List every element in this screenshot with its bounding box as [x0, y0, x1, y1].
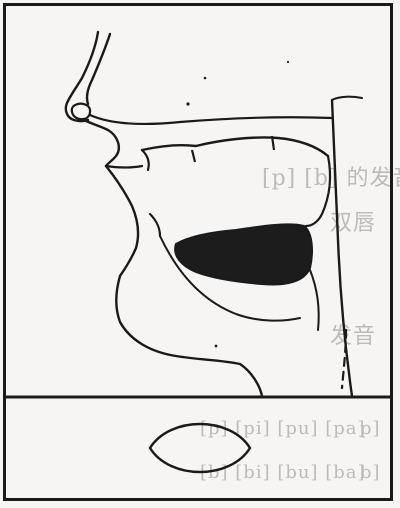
nasal-cavity-wall	[87, 34, 110, 104]
nasal-floor	[90, 115, 332, 124]
ink-speck	[186, 102, 189, 105]
velum	[306, 156, 330, 226]
lower-lip	[106, 166, 138, 276]
pharyngeal-wall	[332, 100, 352, 396]
lower-teeth	[150, 214, 160, 236]
nostril	[72, 104, 90, 119]
chin-jaw	[116, 276, 262, 396]
lip-shape-inset	[150, 424, 250, 472]
tongue-body	[175, 224, 312, 284]
ink-speck	[287, 61, 289, 63]
epiglottis-line	[310, 270, 319, 330]
palate	[142, 137, 328, 156]
upper-lip	[84, 120, 119, 166]
ink-speck	[204, 77, 207, 80]
lip-closure	[106, 166, 142, 168]
alveolar-ridge-mark	[192, 150, 195, 162]
nasopharynx-top	[332, 97, 362, 100]
ink-speck	[215, 345, 218, 348]
upper-teeth	[142, 150, 149, 170]
